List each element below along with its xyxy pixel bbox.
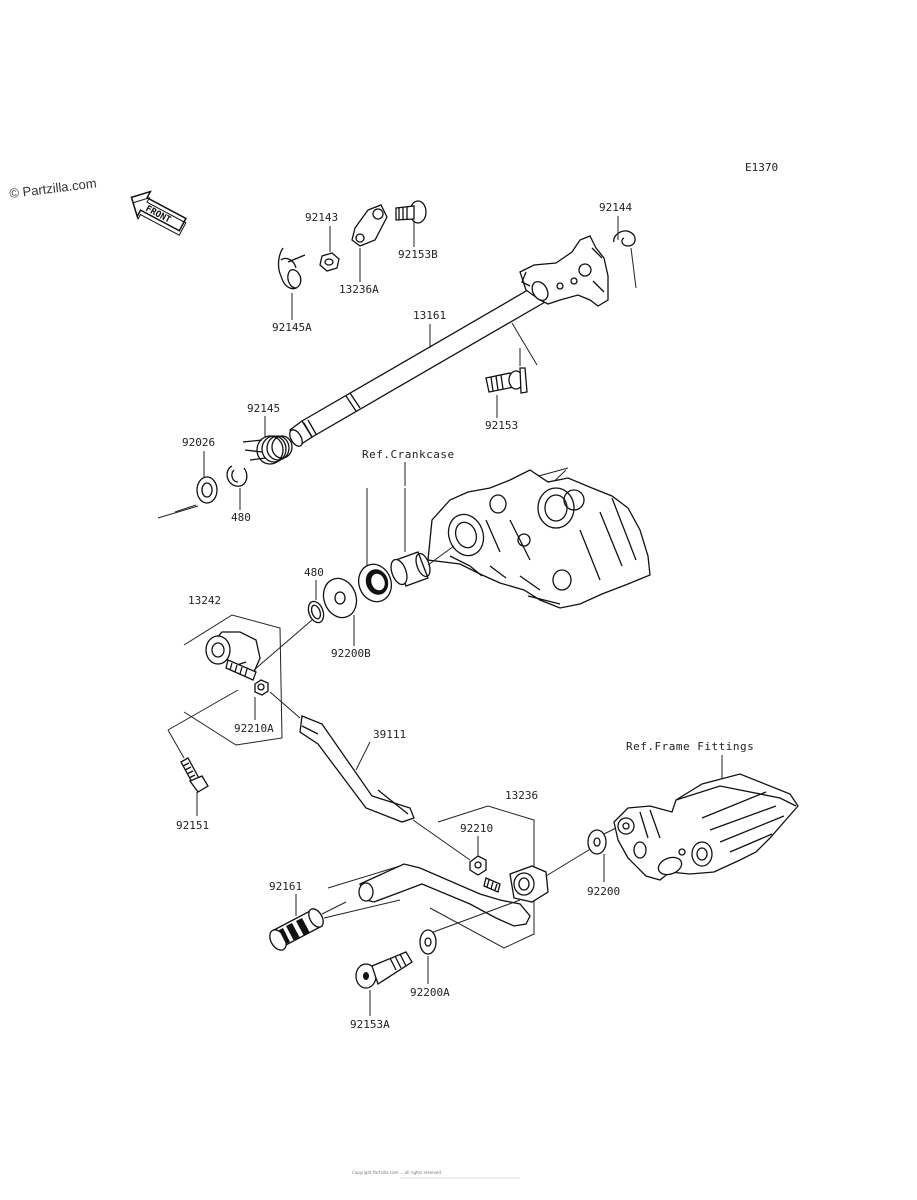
label-92145a: 92145A	[272, 321, 312, 334]
tie-rod-39111	[299, 715, 415, 823]
pedal-13236	[358, 863, 549, 927]
front-arrow-icon: FRONT	[130, 190, 187, 236]
label-13242: 13242	[188, 594, 221, 607]
label-92200b: 92200B	[331, 647, 371, 660]
rubber-92161	[269, 908, 324, 951]
oil-seal	[357, 563, 393, 603]
label-92143: 92143	[305, 211, 338, 224]
nut-92210	[469, 855, 487, 876]
footer-copyright: Copyright Partzilla.com ... all rights r…	[352, 1170, 442, 1175]
label-92144: 92144	[599, 201, 632, 214]
washer-92200b	[322, 577, 358, 619]
label-13236a: 13236A	[339, 283, 379, 296]
bolt-92153a	[355, 951, 413, 989]
diagram-code: E1370	[745, 161, 778, 174]
label-92210a: 92210A	[234, 722, 274, 735]
bolt-92153b	[395, 200, 427, 224]
washer-92200	[587, 829, 607, 855]
crankcase	[427, 469, 651, 609]
label-480-lower: 480	[304, 566, 324, 579]
label-92200: 92200	[587, 885, 620, 898]
ref-frame-fittings: Ref.Frame Fittings	[626, 740, 754, 753]
footpeg-bracket	[613, 773, 799, 881]
partzilla-watermark: © Partzilla.com	[9, 175, 98, 201]
nut-92143	[319, 252, 340, 272]
label-92153b: 92153B	[398, 248, 438, 261]
label-92200a: 92200A	[410, 986, 450, 999]
label-13161: 13161	[413, 309, 446, 322]
ref-crankcase: Ref.Crankcase	[362, 448, 455, 461]
label-39111: 39111	[373, 728, 406, 741]
clip-92144	[613, 230, 637, 289]
washer-92026	[196, 476, 218, 504]
bracket-13242	[183, 614, 283, 746]
spring-92145	[242, 435, 293, 465]
label-92153a: 92153A	[350, 1018, 390, 1031]
label-92151: 92151	[176, 819, 209, 832]
label-92145: 92145	[247, 402, 280, 415]
needle-bearing	[390, 551, 431, 587]
lever-13236a	[351, 204, 388, 247]
bolt-92151	[180, 757, 209, 793]
label-480-upper: 480	[231, 511, 251, 524]
label-13236: 13236	[505, 789, 538, 802]
label-92210: 92210	[460, 822, 493, 835]
nut-92210a	[254, 679, 269, 696]
label-92161: 92161	[269, 880, 302, 893]
circlip-480-upper	[226, 465, 248, 487]
shift-shaft-13161	[289, 235, 609, 447]
bolt-92153	[485, 367, 528, 394]
circlip-480-lower	[307, 600, 325, 624]
spring-92145a	[277, 247, 306, 290]
label-92026: 92026	[182, 436, 215, 449]
washer-92200a	[419, 929, 437, 955]
label-92153: 92153	[485, 419, 518, 432]
